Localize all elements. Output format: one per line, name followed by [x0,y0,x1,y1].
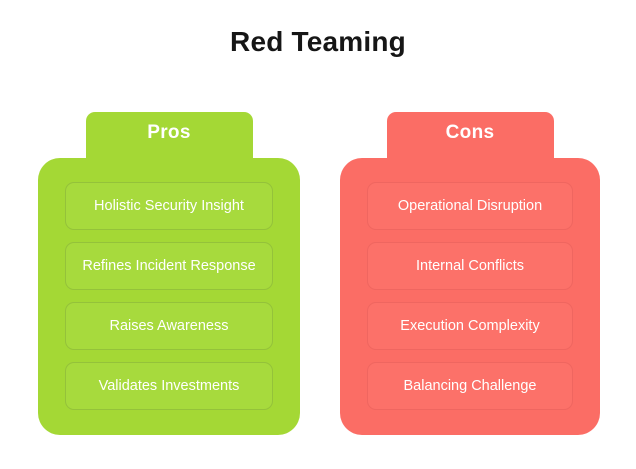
pros-panel: Holistic Security Insight Refines Incide… [38,158,300,435]
pros-header: Pros [85,112,253,158]
pros-item: Validates Investments [65,362,273,410]
cons-column: Cons Operational Disruption Internal Con… [340,112,600,435]
pros-item: Raises Awareness [65,302,273,350]
page-title: Red Teaming [230,26,406,57]
cons-item: Execution Complexity [367,302,573,350]
cons-item: Operational Disruption [367,182,573,230]
pros-item: Refines Incident Response [65,242,273,290]
cons-item: Balancing Challenge [367,362,573,410]
pros-item: Holistic Security Insight [65,182,273,230]
cons-header: Cons [386,112,554,158]
pros-column: Pros Holistic Security Insight Refines I… [38,112,300,435]
cons-item: Internal Conflicts [367,242,573,290]
cons-panel: Operational Disruption Internal Conflict… [340,158,600,435]
